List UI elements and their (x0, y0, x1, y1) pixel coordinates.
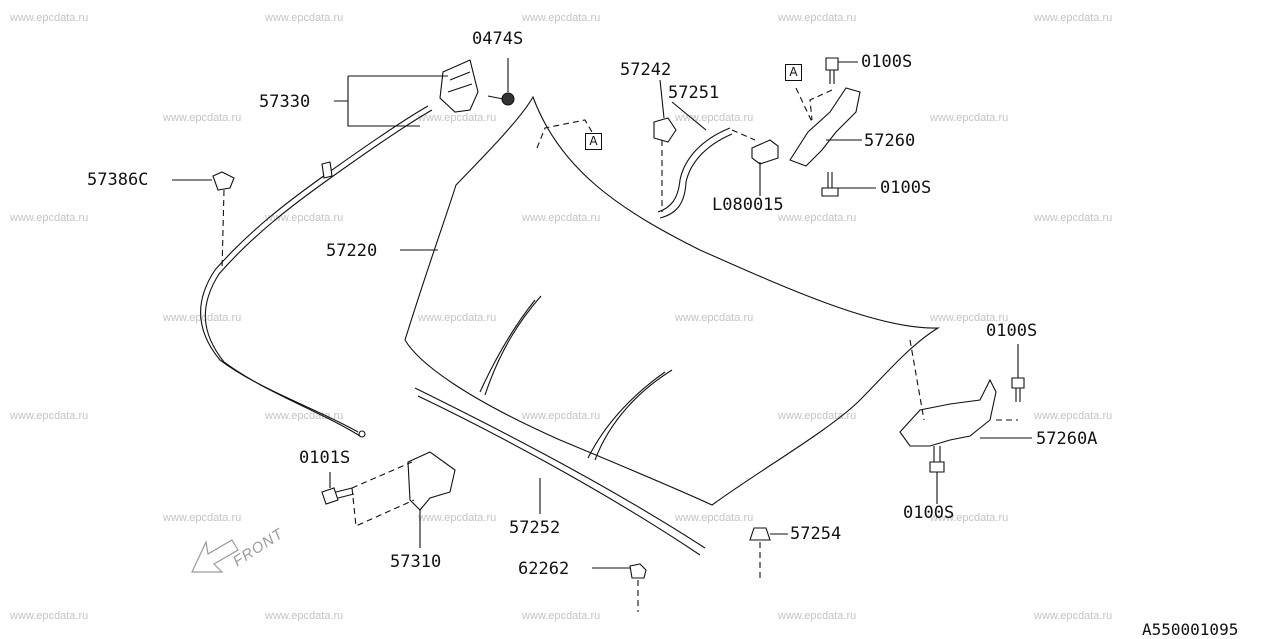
watermark-text: www.epcdata.ru (1034, 410, 1113, 422)
watermark-text: www.epcdata.ru (10, 610, 89, 622)
watermark-text: www.epcdata.ru (10, 212, 89, 224)
weatherstrip (414, 387, 706, 549)
watermark-text: www.epcdata.ru (418, 512, 497, 524)
watermark-text: www.epcdata.ru (10, 410, 89, 422)
watermark-text: www.epcdata.ru (265, 610, 344, 622)
bumper-57254 (749, 527, 771, 541)
watermark-text: www.epcdata.ru (1034, 12, 1113, 24)
part-label-57252[interactable]: 57252 (509, 518, 561, 538)
prop-rod-dash (731, 129, 756, 141)
part-label-57254[interactable]: 57254 (790, 524, 842, 544)
grommet (751, 139, 779, 165)
ref-dash-hood (536, 119, 593, 149)
watermark-text: www.epcdata.ru (778, 212, 857, 224)
part-label-57260a[interactable]: 57260A (1036, 429, 1098, 449)
diagram-code: A550001095 (1142, 620, 1239, 639)
ref-marker-hood: A (585, 133, 602, 150)
bolt-0100s-right (1011, 377, 1025, 389)
leader-57242 (659, 79, 665, 119)
watermark-text: www.epcdata.ru (778, 12, 857, 24)
part-label-0100s-top[interactable]: 0100S (861, 52, 913, 72)
watermark-text: www.epcdata.ru (1034, 212, 1113, 224)
bolt-0100s-right-shank (1015, 388, 1021, 402)
hood-frame-right-inner (587, 371, 666, 459)
part-label-57242[interactable]: 57242 (620, 60, 672, 80)
watermark-text: www.epcdata.ru (675, 512, 754, 524)
part-label-0100s-right[interactable]: 0100S (986, 321, 1038, 341)
release-cable-2 (204, 109, 433, 437)
part-label-0100s-low[interactable]: 0100S (903, 503, 955, 523)
part-label-57260[interactable]: 57260 (864, 131, 916, 151)
release-cable (200, 105, 429, 433)
ref-marker-hinge: A (785, 64, 802, 81)
watermark-text: www.epcdata.ru (163, 312, 242, 324)
cable-clip (321, 161, 333, 179)
watermark-text: www.epcdata.ru (265, 212, 344, 224)
watermark-text: www.epcdata.ru (265, 410, 344, 422)
watermark-text: www.epcdata.ru (418, 112, 497, 124)
part-label-62262[interactable]: 62262 (518, 559, 570, 579)
weatherstrip-inner (417, 395, 701, 556)
hood-lock (407, 451, 456, 511)
hinge-bracket-detail (447, 71, 473, 93)
part-label-57386c[interactable]: 57386C (87, 170, 149, 190)
bolt-0100s-top-shank (829, 70, 835, 84)
hood-frame-left (484, 295, 542, 396)
clip-57386c (212, 171, 235, 191)
watermark-text: www.epcdata.ru (522, 12, 601, 24)
plug-62262 (629, 563, 647, 579)
part-label-0474s[interactable]: 0474S (472, 29, 524, 49)
hinge-57260a (899, 378, 997, 447)
cable-end (358, 430, 366, 438)
bolt-0474s-shank (487, 95, 504, 100)
watermark-text: www.epcdata.ru (930, 512, 1009, 524)
watermark-text: www.epcdata.ru (10, 12, 89, 24)
bolt-0100s-low (929, 461, 945, 473)
part-label-0100s-mid[interactable]: 0100S (880, 178, 932, 198)
hood-frame-right (594, 369, 673, 461)
prop-rod-holder (653, 117, 677, 143)
bolt-0474s (501, 92, 515, 106)
front-arrow-icon (191, 539, 239, 573)
hood-lock-dash (351, 461, 415, 527)
part-label-57220[interactable]: 57220 (326, 241, 378, 261)
part-label-57330[interactable]: 57330 (259, 92, 311, 112)
part-label-0101s[interactable]: 0101S (299, 448, 351, 468)
bolt-0101s-shank (335, 487, 355, 499)
hinge-57260a-dash (909, 339, 1018, 421)
watermark-text: www.epcdata.ru (265, 12, 344, 24)
part-label-57310[interactable]: 57310 (390, 552, 442, 572)
part-label-l080015[interactable]: L080015 (712, 195, 784, 215)
watermark-text: www.epcdata.ru (163, 112, 242, 124)
hood-panel (404, 95, 941, 506)
leader-57330 (334, 75, 448, 127)
bolt-0100s-mid (821, 187, 839, 197)
leader-57251 (671, 101, 707, 131)
bolt-0100s-low-shank (933, 446, 941, 462)
watermark-text: www.epcdata.ru (675, 312, 754, 324)
watermark-text: www.epcdata.ru (163, 512, 242, 524)
hood-frame-left-inner (479, 299, 536, 393)
part-label-57251[interactable]: 57251 (668, 83, 720, 103)
watermark-text: www.epcdata.ru (778, 410, 857, 422)
hinge-57260 (789, 87, 861, 167)
hinge-bracket (439, 59, 479, 113)
watermark-text: www.epcdata.ru (1034, 610, 1113, 622)
watermark-text: www.epcdata.ru (522, 610, 601, 622)
bolt-0100s-mid-shank (827, 172, 833, 188)
watermark-text: www.epcdata.ru (418, 312, 497, 324)
bolt-0101s (321, 487, 339, 505)
hinge-57260-dash (795, 87, 833, 123)
bolt-0100s-top (825, 57, 839, 71)
prop-rod (657, 127, 731, 213)
watermark-text: www.epcdata.ru (930, 312, 1009, 324)
watermark-text: www.epcdata.ru (522, 410, 601, 422)
watermark-text: www.epcdata.ru (930, 112, 1009, 124)
watermark-text: www.epcdata.ru (778, 610, 857, 622)
watermark-text: www.epcdata.ru (522, 212, 601, 224)
prop-rod-2 (659, 133, 733, 219)
clip-57386c-dash (221, 189, 225, 271)
